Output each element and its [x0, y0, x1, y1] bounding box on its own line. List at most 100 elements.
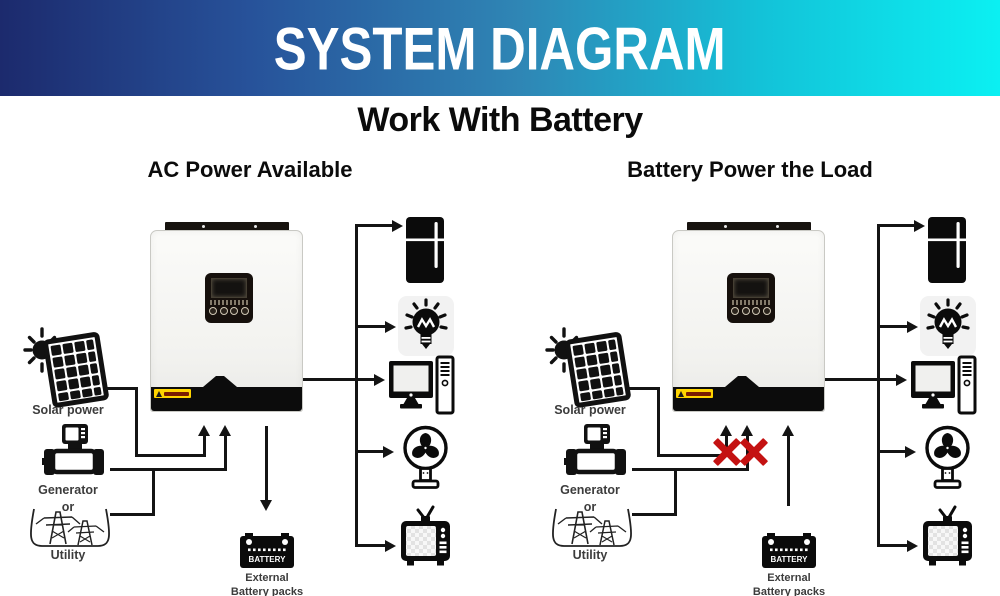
mounting-bracket-icon: [687, 222, 811, 232]
computer-icon: [389, 355, 455, 415]
mounting-bracket-icon: [165, 222, 289, 232]
solar-input-arrowhead: [720, 425, 732, 436]
tv-arrowhead: [907, 539, 918, 552]
utility-icon: [552, 508, 632, 547]
generator-icon: [42, 424, 104, 475]
solar-power-label: Solar power: [554, 403, 626, 417]
fan-arrowhead: [383, 445, 394, 458]
inverter: [150, 222, 305, 412]
vent-bump: [725, 376, 759, 387]
fan-icon: [403, 425, 448, 489]
battery-label: BATTERY: [249, 555, 287, 564]
refrigerator-icon: [406, 217, 444, 283]
battery-icon: BATTERY: [762, 533, 816, 568]
battery-caption: External Battery packs: [230, 572, 304, 596]
branch-refrigerator: [355, 224, 393, 227]
generator-label: Generator: [38, 483, 98, 497]
computer-arrowhead: [896, 373, 907, 386]
panel-title-battery: Battery Power the Load: [627, 157, 873, 182]
solar-panel-icon: [565, 332, 631, 408]
refrigerator-arrowhead: [914, 219, 925, 232]
connector-utility-h: [110, 513, 155, 516]
battery-icon: BATTERY: [240, 533, 294, 568]
connector-solar-h2: [657, 454, 728, 457]
inverter-body: [150, 230, 303, 412]
ac-input-arrowhead: [219, 425, 231, 436]
refrigerator-icon: [928, 217, 966, 283]
connector-solar-arrow-line: [203, 434, 206, 457]
status-indicators: [210, 300, 248, 305]
connector-output: [303, 378, 375, 381]
tv-icon: [401, 505, 450, 566]
connector-ac-arrow-line: [224, 434, 227, 471]
tv-icon: [923, 505, 972, 566]
connector-utility-h: [632, 513, 677, 516]
caution-sticker-icon: [154, 389, 191, 398]
utility-label: Utility: [572, 548, 608, 562]
connector-generator-h: [632, 468, 749, 471]
battery-label: BATTERY: [771, 555, 809, 564]
battery-caption: External Battery packs: [752, 572, 826, 596]
battery-charge-arrowhead: [260, 500, 272, 511]
computer-icon: [911, 355, 977, 415]
caution-sticker-icon: [676, 389, 713, 398]
branch-tv: [355, 544, 386, 547]
panel-title-ac: AC Power Available: [147, 157, 353, 182]
connector-solar-h1: [106, 387, 138, 390]
connector-generator-h: [110, 468, 227, 471]
vent-bump: [203, 376, 237, 387]
connector-solar-h2: [135, 454, 206, 457]
inverter-body: [672, 230, 825, 412]
branch-tv: [877, 544, 908, 547]
panel-buttons: [209, 307, 249, 315]
bulb-arrowhead: [385, 320, 396, 333]
solar-input-arrowhead: [198, 425, 210, 436]
light-bulb-icon: [920, 296, 976, 356]
bulb-arrowhead: [907, 320, 918, 333]
header-banner: SYSTEM DIAGRAM: [0, 0, 1000, 96]
control-panel: [205, 273, 253, 323]
branch-fan: [877, 450, 906, 453]
blocked-solar-x-icon: [713, 438, 741, 466]
connector-utility-v: [674, 468, 677, 516]
solar-power-label: Solar power: [32, 403, 104, 417]
or-label: or: [61, 500, 75, 514]
battery-flow-line: [787, 434, 790, 506]
battery-discharge-arrowhead: [782, 425, 794, 436]
generator-icon: [564, 424, 626, 475]
panel-buttons: [731, 307, 771, 315]
lcd-screen: [211, 278, 247, 298]
utility-icon: [30, 508, 110, 547]
connector-utility-v: [152, 468, 155, 516]
branch-bulb: [355, 325, 386, 328]
solar-panel-icon: [43, 332, 109, 408]
computer-arrowhead: [374, 373, 385, 386]
page-title: SYSTEM DIAGRAM: [274, 13, 726, 83]
load-bus-line: [355, 224, 358, 547]
connector-output: [825, 378, 897, 381]
diagram-subtitle: Work With Battery: [357, 101, 643, 139]
diagram-panel-battery-power: Solar power Generator or Utility: [522, 200, 1000, 596]
inverter: [672, 222, 827, 412]
refrigerator-arrowhead: [392, 219, 403, 232]
generator-label: Generator: [560, 483, 620, 497]
fan-arrowhead: [905, 445, 916, 458]
blocked-ac-x-icon: [740, 438, 768, 466]
ac-input-arrowhead: [741, 425, 753, 436]
tv-arrowhead: [385, 539, 396, 552]
connector-solar-h1: [628, 387, 660, 390]
utility-label: Utility: [50, 548, 86, 562]
battery-flow-line: [265, 426, 268, 502]
connector-solar-v: [135, 387, 138, 457]
branch-fan: [355, 450, 384, 453]
light-bulb-icon: [398, 296, 454, 356]
branch-bulb: [877, 325, 908, 328]
fan-icon: [925, 425, 970, 489]
lcd-screen: [733, 278, 769, 298]
status-indicators: [732, 300, 770, 305]
control-panel: [727, 273, 775, 323]
or-label: or: [583, 500, 597, 514]
load-bus-line: [877, 224, 880, 547]
branch-refrigerator: [877, 224, 915, 227]
